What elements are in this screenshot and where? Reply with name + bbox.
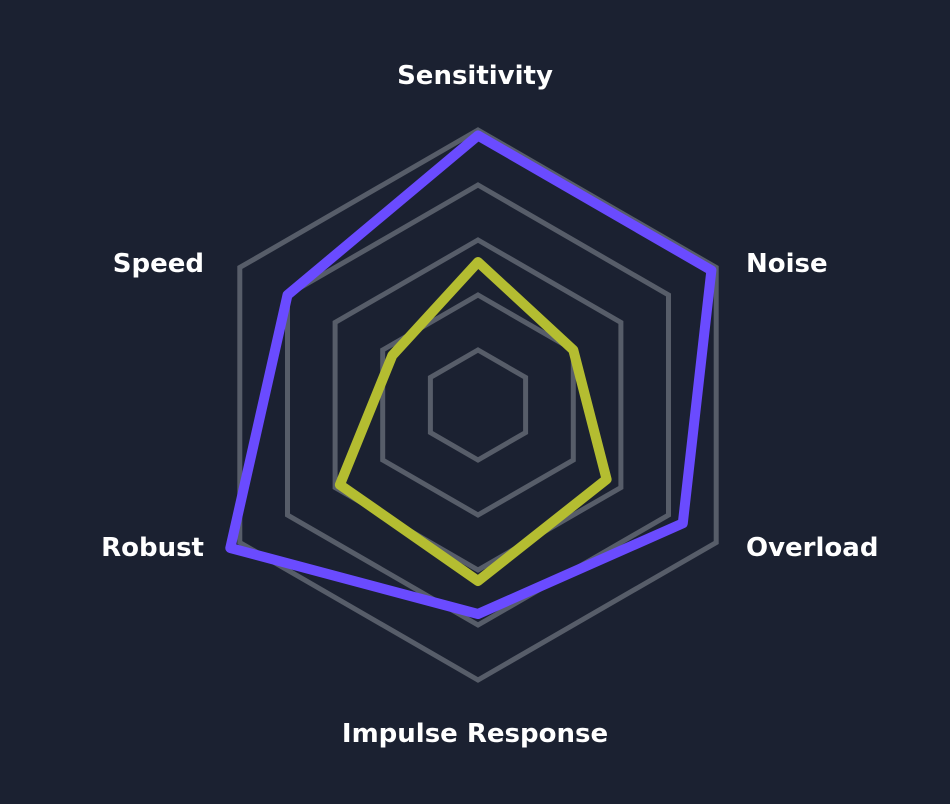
series-2-line — [334, 257, 612, 586]
grid-ring-5 — [237, 127, 719, 683]
axis-label-robust: Robust — [101, 533, 204, 563]
axis-label-overload: Overload — [746, 533, 878, 563]
axis-label-impulse-response: Impulse Response — [342, 719, 608, 749]
grid-ring-1 — [427, 347, 529, 463]
grid-ring-3 — [332, 237, 624, 573]
grid-layer — [237, 127, 719, 683]
series-1-line — [225, 130, 717, 619]
axis-label-noise: Noise — [746, 249, 828, 279]
axis-label-speed: Speed — [113, 249, 204, 279]
axis-label-sensitivity: Sensitivity — [397, 61, 553, 91]
series-layer — [225, 130, 717, 619]
